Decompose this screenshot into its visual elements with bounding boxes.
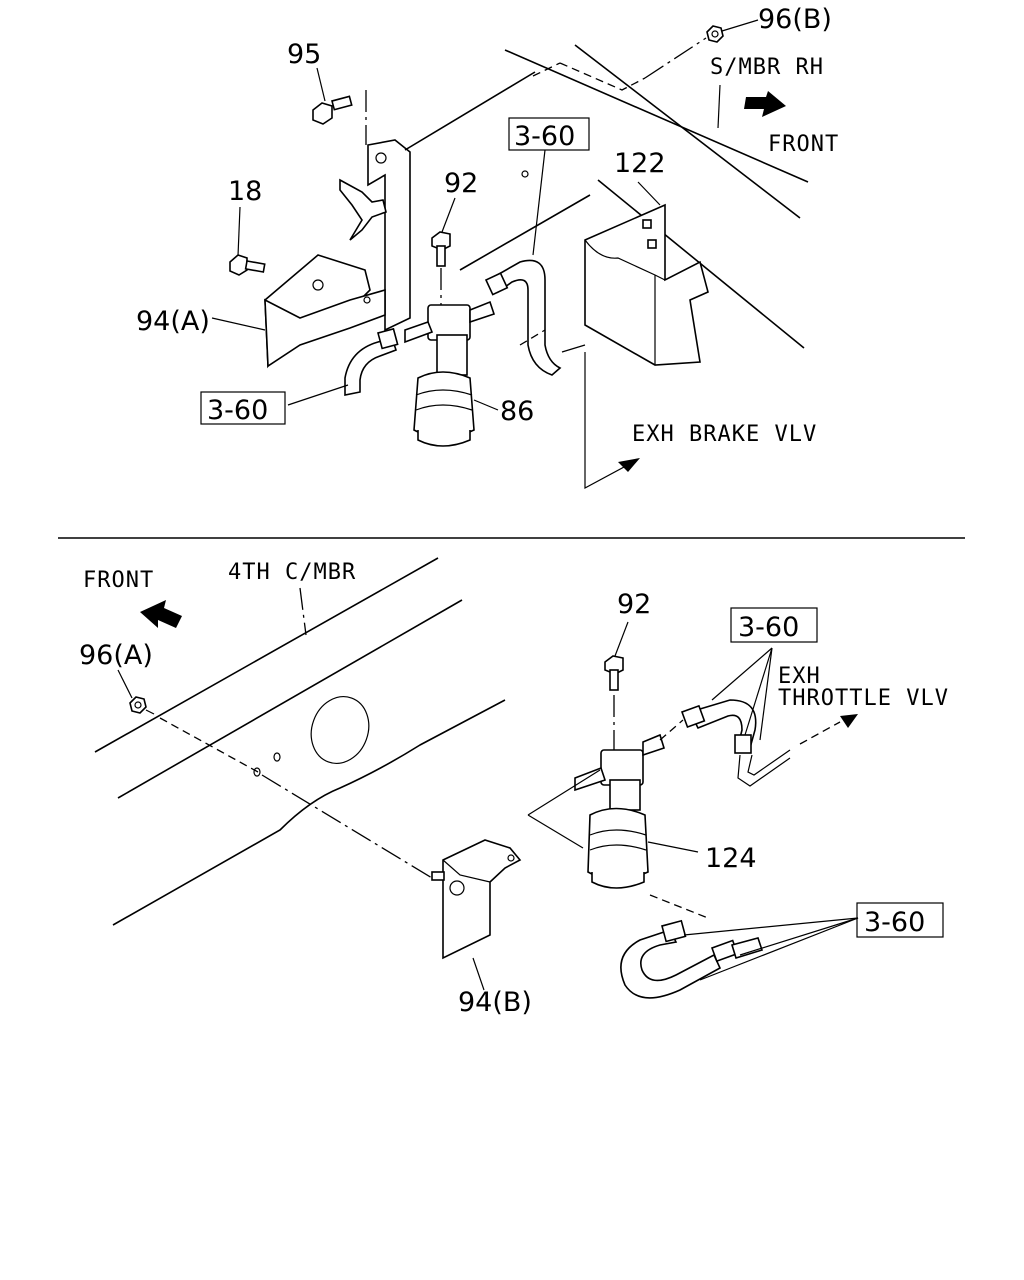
front-arrow-icon [744,91,786,117]
ref-box-upper: 3-60 [508,117,590,152]
cross-member-frame [94,557,506,926]
label-18: 18 [228,176,262,207]
bolt-18 [229,206,266,276]
label-122: 122 [614,148,666,179]
valve-86 [404,300,499,447]
nut-96a [117,669,433,879]
ref-box-left: 3-60 [200,391,286,426]
nut-96b [706,19,759,43]
ref-3-60-lower-upper: 3-60 [738,612,799,643]
cover-122 [584,181,709,366]
caption-front-lower: FRONT [83,568,154,593]
valve-124 [527,733,699,889]
ref-3-60-upper: 3-60 [514,121,575,152]
label-95: 95 [287,39,321,70]
hose-left [287,327,399,406]
caption-front-upper: FRONT [768,132,839,157]
ref-box-lower-lower: 3-60 [856,902,944,938]
hose-upper-right [659,647,858,787]
ref-box-lower-upper: 3-60 [730,607,818,643]
upper-section: 96(B) 95 18 92 122 94(A) 86 3-60 3-60 S/… [136,4,839,490]
bracket-94a [211,254,386,369]
label-94b: 94(B) [458,987,532,1018]
label-92-upper: 92 [444,168,478,199]
caption-exh: EXH [778,664,821,689]
caption-exh-brake: EXH BRAKE VLV [632,422,817,447]
exhaust-brake-pointer [561,344,640,490]
bolt-95 [312,67,353,125]
label-86: 86 [500,396,534,427]
lower-section: FRONT 4TH C/MBR 96(A) 92 124 94(B) 3-60 … [79,557,949,1018]
bolt-92-upper [431,197,456,308]
caption-side-member: S/MBR RH [710,55,824,80]
bolt-92-lower [604,621,629,752]
label-92-lower: 92 [617,589,651,620]
ref-3-60-left: 3-60 [207,395,268,426]
bracket-upper [339,71,536,332]
front-arrow-lower-icon [140,600,182,628]
caption-throttle-vlv: THROTTLE VLV [778,686,949,711]
bracket-94b [431,839,522,991]
label-96a: 96(A) [79,640,153,671]
hose-upper [459,149,591,376]
label-94a: 94(A) [136,306,210,337]
caption-cross-member: 4TH C/MBR [228,560,356,585]
label-124: 124 [705,843,757,874]
hose-lower [620,894,859,999]
label-96b: 96(B) [758,4,832,35]
ref-3-60-lower-lower: 3-60 [864,907,925,938]
